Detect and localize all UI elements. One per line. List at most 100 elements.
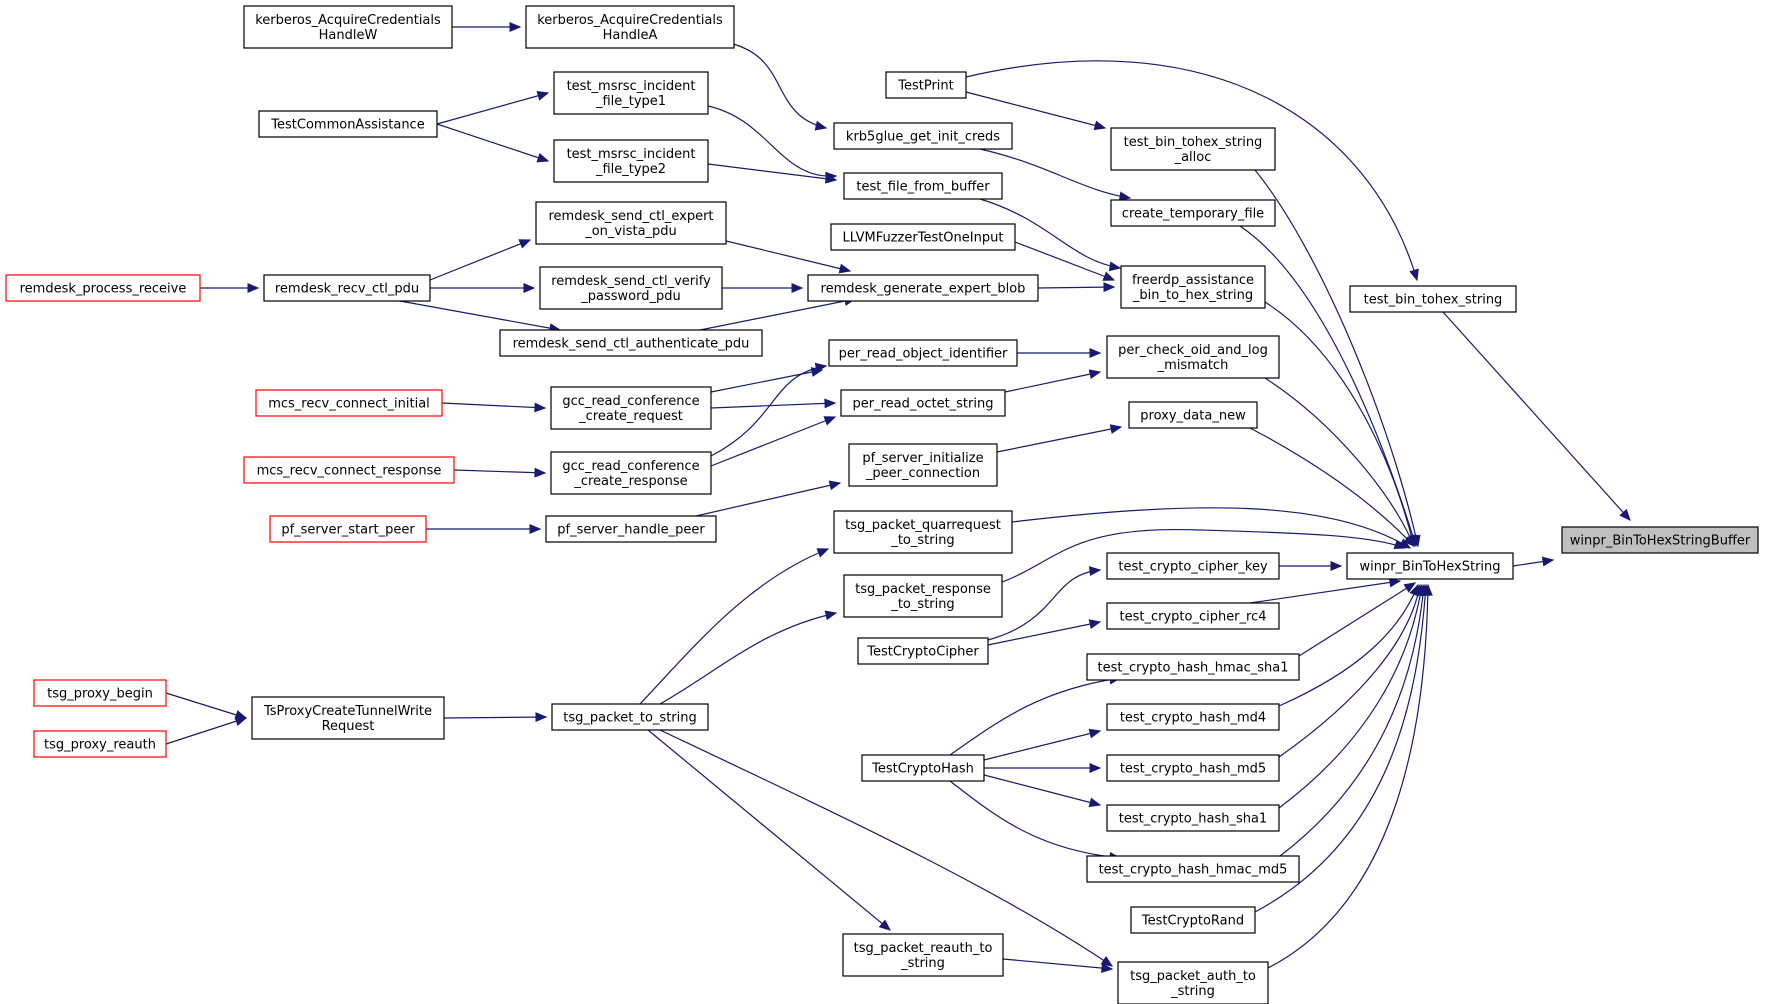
node-box[interactable] xyxy=(828,339,1018,367)
node-box[interactable] xyxy=(1106,754,1280,782)
node-mcs-response[interactable]: mcs_recv_connect_response xyxy=(243,456,455,484)
node-box[interactable] xyxy=(539,266,723,310)
node-krb5glue[interactable]: krb5glue_get_init_creds xyxy=(833,122,1013,150)
node-box[interactable] xyxy=(843,172,1003,200)
node-box[interactable] xyxy=(1106,552,1280,580)
node-tsg-reauth[interactable]: tsg_packet_reauth_to_string xyxy=(842,933,1004,977)
node-box[interactable] xyxy=(243,5,453,49)
node-tsg-proxy-reauth[interactable]: tsg_proxy_reauth xyxy=(33,730,167,758)
node-box[interactable] xyxy=(1117,961,1269,1004)
node-box[interactable] xyxy=(550,386,712,430)
node-freerdp-assistance[interactable]: freerdp_assistance_bin_to_hex_string xyxy=(1120,265,1266,309)
node-box[interactable] xyxy=(1110,127,1276,171)
node-proxy-data-new[interactable]: proxy_data_new xyxy=(1128,401,1258,429)
node-box[interactable] xyxy=(258,110,438,138)
node-box[interactable] xyxy=(251,696,445,740)
node-box[interactable] xyxy=(857,637,989,665)
node-box[interactable] xyxy=(263,274,431,302)
node-remdesk-recv[interactable]: remdesk_recv_ctl_pdu xyxy=(263,274,431,302)
node-testcryptocipher[interactable]: TestCryptoCipher xyxy=(857,637,989,665)
node-per-check-oid[interactable]: per_check_oid_and_log_mismatch xyxy=(1106,335,1280,379)
node-hash-md5[interactable]: test_crypto_hash_md5 xyxy=(1106,754,1280,782)
node-box[interactable] xyxy=(33,730,167,758)
node-box[interactable] xyxy=(5,274,201,302)
node-gcc-request[interactable]: gcc_read_conference_create_request xyxy=(550,386,712,430)
node-testcryptohash[interactable]: TestCryptoHash xyxy=(861,754,985,782)
node-box[interactable] xyxy=(1130,906,1256,934)
node-gcc-response[interactable]: gcc_read_conference_create_response xyxy=(550,451,712,495)
node-test-crypto-cipher-key[interactable]: test_crypto_cipher_key xyxy=(1106,552,1280,580)
node-testprint[interactable]: TestPrint xyxy=(885,71,967,99)
node-box[interactable] xyxy=(1106,335,1280,379)
node-box[interactable] xyxy=(1106,602,1280,630)
node-hmac-md5[interactable]: test_crypto_hash_hmac_md5 xyxy=(1086,855,1300,883)
node-remdesk-process[interactable]: remdesk_process_receive xyxy=(5,274,201,302)
node-llvmfuzzer[interactable]: LLVMFuzzerTestOneInput xyxy=(830,223,1016,251)
node-box[interactable] xyxy=(861,754,985,782)
node-test-bin-tohex-string[interactable]: test_bin_tohex_string xyxy=(1349,285,1517,313)
node-box[interactable] xyxy=(885,71,967,99)
node-testcommonassistance[interactable]: TestCommonAssistance xyxy=(258,110,438,138)
node-box[interactable] xyxy=(553,71,709,115)
node-box[interactable] xyxy=(255,389,443,417)
node-box[interactable] xyxy=(830,223,1016,251)
node-box[interactable] xyxy=(1346,552,1514,580)
node-tsg-packet-to-string[interactable]: tsg_packet_to_string xyxy=(551,703,709,731)
node-tsg-proxy-begin[interactable]: tsg_proxy_begin xyxy=(33,679,167,707)
node-pf-start-peer[interactable]: pf_server_start_peer xyxy=(269,515,427,543)
node-testcryptorand[interactable]: TestCryptoRand xyxy=(1130,906,1256,934)
node-remdesk-expert-vista[interactable]: remdesk_send_ctl_expert_on_vista_pdu xyxy=(535,201,727,245)
node-bin2hex[interactable]: winpr_BinToHexString xyxy=(1346,552,1514,580)
node-per-read-oid[interactable]: per_read_object_identifier xyxy=(828,339,1018,367)
node-box[interactable] xyxy=(553,139,709,183)
node-box[interactable] xyxy=(843,574,1003,618)
node-pf-handle-peer[interactable]: pf_server_handle_peer xyxy=(545,515,717,543)
node-box[interactable] xyxy=(848,443,998,487)
node-box[interactable] xyxy=(33,679,167,707)
node-test-crypto-cipher-rc4[interactable]: test_crypto_cipher_rc4 xyxy=(1106,602,1280,630)
node-tsg-auth[interactable]: tsg_packet_auth_to_string xyxy=(1117,961,1269,1004)
node-remdesk-auth[interactable]: remdesk_send_ctl_authenticate_pdu xyxy=(499,329,763,357)
node-box[interactable] xyxy=(551,703,709,731)
node-box[interactable] xyxy=(269,515,427,543)
node-box[interactable] xyxy=(499,329,763,357)
node-box[interactable] xyxy=(545,515,717,543)
node-box[interactable] xyxy=(1086,653,1300,681)
node-remdesk-verify[interactable]: remdesk_send_ctl_verify_password_pdu xyxy=(539,266,723,310)
node-box[interactable] xyxy=(243,456,455,484)
node-box[interactable] xyxy=(1120,265,1266,309)
node-create-temporary-file[interactable]: create_temporary_file xyxy=(1110,199,1276,227)
node-box[interactable] xyxy=(833,510,1013,554)
node-test-bin-tohex-alloc[interactable]: test_bin_tohex_string_alloc xyxy=(1110,127,1276,171)
node-box[interactable] xyxy=(1128,401,1258,429)
node-box[interactable] xyxy=(1086,855,1300,883)
node-test-file-from-buffer[interactable]: test_file_from_buffer xyxy=(843,172,1003,200)
node-hash-md4[interactable]: test_crypto_hash_md4 xyxy=(1106,703,1280,731)
node-pf-server-init[interactable]: pf_server_initialize_peer_connection xyxy=(848,443,998,487)
node-box[interactable] xyxy=(840,389,1006,417)
node-remdesk-generate[interactable]: remdesk_generate_expert_blob xyxy=(807,274,1039,302)
node-box[interactable] xyxy=(807,274,1039,302)
node-msrsc1[interactable]: test_msrsc_incident_file_type1 xyxy=(553,71,709,115)
node-msrsc2[interactable]: test_msrsc_incident_file_type2 xyxy=(553,139,709,183)
node-box[interactable] xyxy=(525,5,735,49)
node-box[interactable] xyxy=(1110,199,1276,227)
node-root[interactable]: winpr_BinToHexStringBuffer xyxy=(1561,526,1759,554)
node-box[interactable] xyxy=(842,933,1004,977)
node-hash-sha1[interactable]: test_crypto_hash_sha1 xyxy=(1106,804,1280,832)
node-box[interactable] xyxy=(535,201,727,245)
node-mcs-initial[interactable]: mcs_recv_connect_initial xyxy=(255,389,443,417)
node-box[interactable] xyxy=(1349,285,1517,313)
node-tsg-quarrequest[interactable]: tsg_packet_quarrequest_to_string xyxy=(833,510,1013,554)
node-box[interactable] xyxy=(833,122,1013,150)
node-tsg-response[interactable]: tsg_packet_response_to_string xyxy=(843,574,1003,618)
node-box[interactable] xyxy=(550,451,712,495)
node-box[interactable] xyxy=(1106,703,1280,731)
node-box[interactable] xyxy=(1106,804,1280,832)
node-box[interactable] xyxy=(1561,526,1759,554)
node-per-read-octet[interactable]: per_read_octet_string xyxy=(840,389,1006,417)
node-hmac-sha1[interactable]: test_crypto_hash_hmac_sha1 xyxy=(1086,653,1300,681)
